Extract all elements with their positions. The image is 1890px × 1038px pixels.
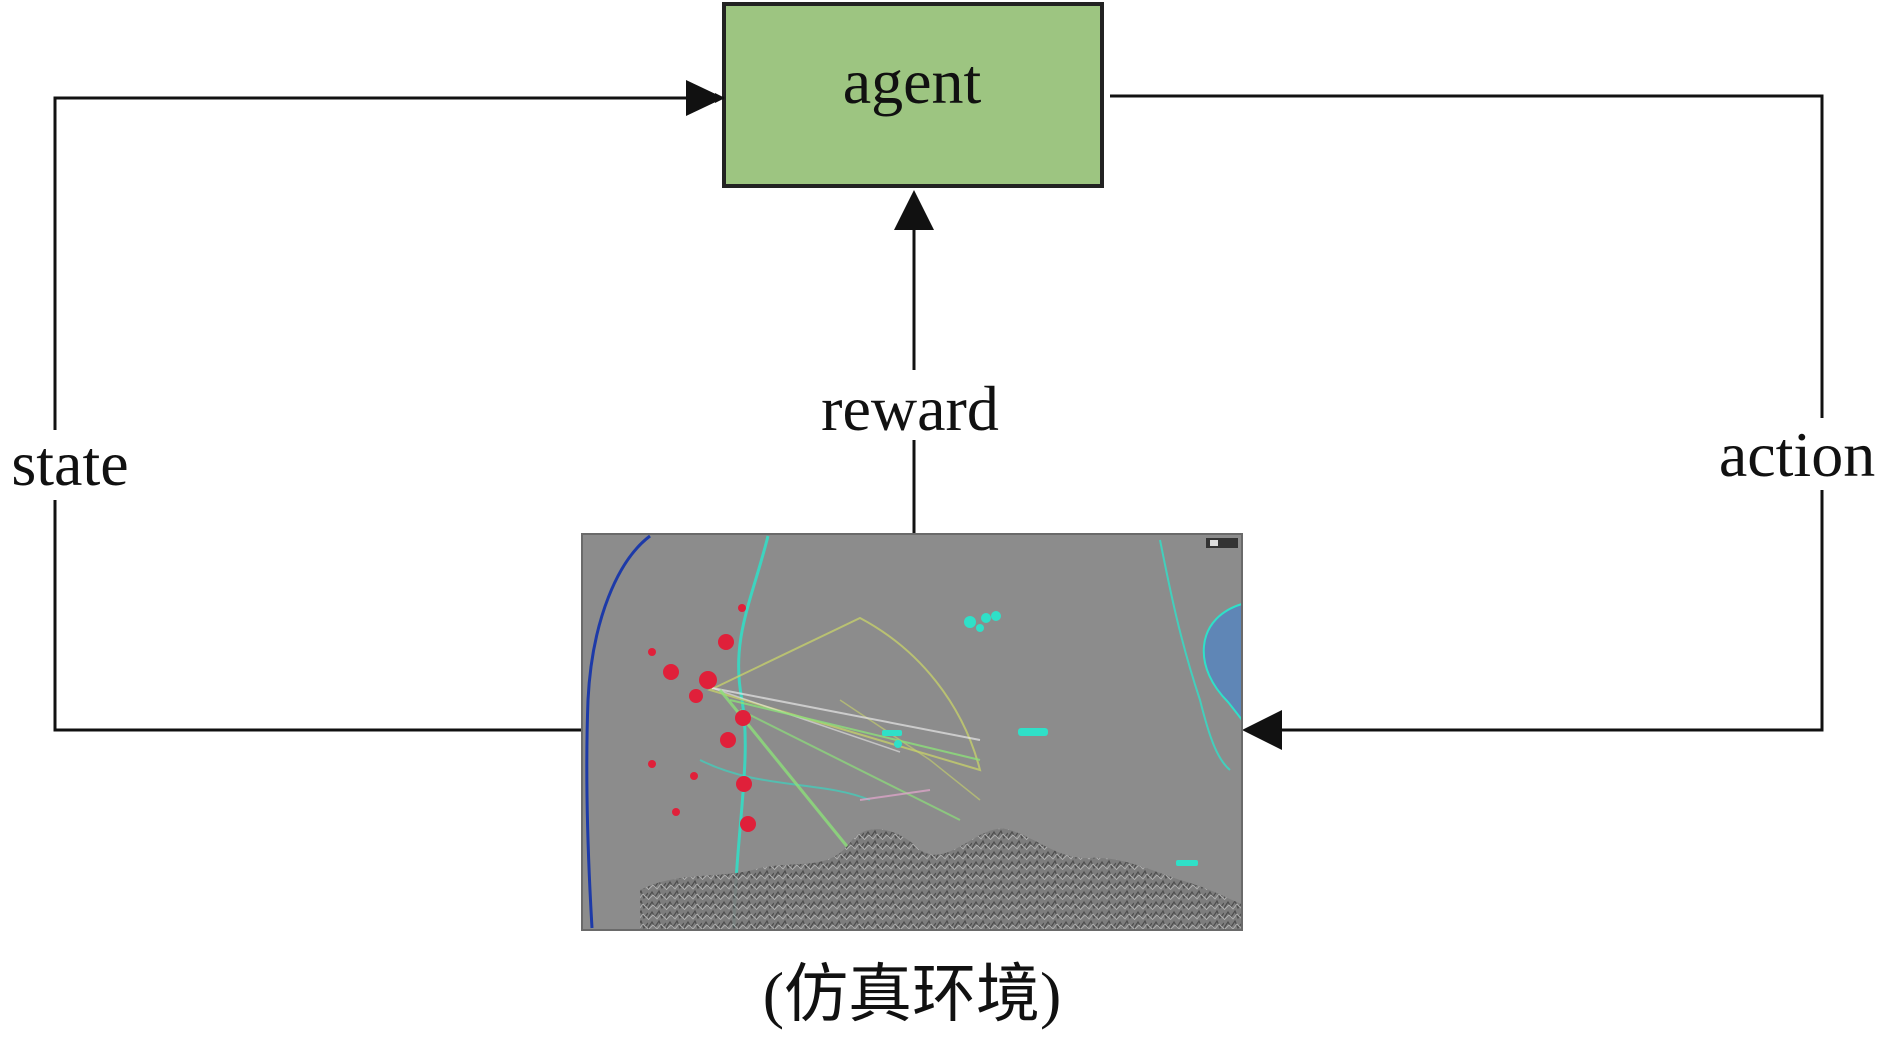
action-label: action [1719, 419, 1875, 490]
environment-node: (仿真环境) [581, 533, 1243, 1030]
state-connector [53, 93, 725, 732]
terrain-band [640, 828, 1242, 930]
red-units [648, 604, 756, 832]
lake-shape [1202, 602, 1243, 723]
state-label-bg [0, 430, 150, 500]
reward-edge: reward [800, 190, 1020, 534]
action-connector [1110, 94, 1824, 732]
state-label: state [11, 428, 128, 499]
reward-arrowhead [894, 190, 934, 230]
agent-label: agent [843, 46, 982, 117]
reward-label: reward [821, 373, 999, 444]
agent-box [722, 2, 1104, 188]
environment-caption: (仿真环境) [763, 959, 1062, 1030]
state-edge: state [0, 80, 725, 732]
state-arrowhead [686, 80, 724, 116]
boundary-line [585, 534, 651, 929]
reward-label-bg [800, 370, 1020, 440]
agent-node: agent [722, 2, 1104, 188]
action-edge: action [1110, 94, 1890, 750]
simulation-screenshot [581, 533, 1243, 931]
action-arrowhead [1242, 710, 1282, 750]
action-label-bg [1700, 418, 1890, 490]
